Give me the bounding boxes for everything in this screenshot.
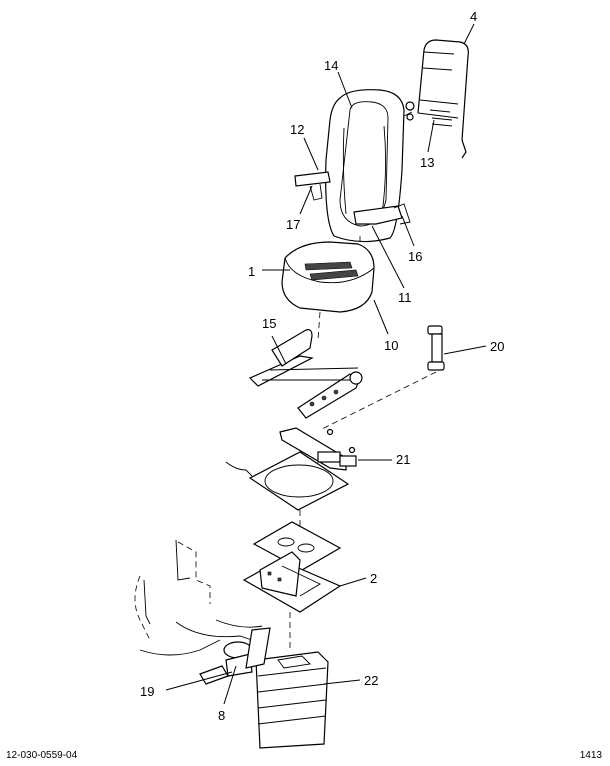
callout-15: 15	[262, 316, 276, 331]
callout-13: 13	[420, 155, 434, 170]
callout-22: 22	[364, 673, 378, 688]
figure-number: 1413	[579, 750, 602, 761]
callout-16: 16	[408, 249, 422, 264]
mounting-bracket	[279, 427, 357, 471]
callout-21: 21	[396, 452, 410, 467]
seat-back	[325, 89, 405, 243]
callout-19: 19	[140, 684, 154, 699]
figure-id: 12-030-0559-04	[6, 750, 78, 761]
seat-cushion	[281, 241, 375, 313]
callout-1: 1	[248, 264, 255, 279]
callout-10: 10	[384, 338, 398, 353]
callout-20: 20	[490, 339, 504, 354]
callout-17: 17	[286, 217, 300, 232]
suspension-base	[242, 551, 342, 613]
callout-labels: 4 14 12 13 17 16 1 11 10 15 20 21 2 22 1…	[140, 9, 504, 723]
callout-2: 2	[370, 571, 377, 586]
callout-12: 12	[290, 122, 304, 137]
seat-slide-frame	[248, 329, 363, 419]
callout-14: 14	[324, 58, 338, 73]
bellows-cover	[255, 651, 329, 749]
callout-11: 11	[398, 290, 412, 305]
armrest-left	[294, 171, 331, 201]
shock-absorber	[319, 325, 445, 431]
leader-lines	[165, 23, 487, 705]
control-cables	[134, 539, 271, 685]
swivel-plate	[225, 451, 350, 511]
callout-8: 8	[218, 708, 225, 723]
callout-4: 4	[470, 9, 477, 24]
